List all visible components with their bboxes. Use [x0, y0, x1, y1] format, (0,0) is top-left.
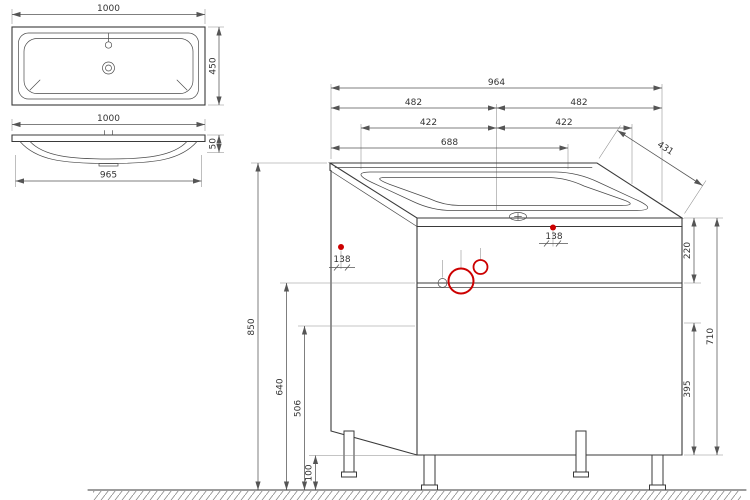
dim-basin-width-front: 1000: [11, 114, 206, 131]
cabinet-carcase: [330, 169, 683, 456]
basin-opening-inner: [379, 177, 631, 206]
sink-front-view: 1000 50 965: [11, 114, 224, 187]
mount-hole-left: [338, 244, 344, 250]
overflow-cross-icon: [514, 213, 522, 220]
cutout-circle-small: [437, 278, 448, 288]
basin-rim: [18, 32, 199, 100]
sink-top-view: 1000 450: [11, 4, 224, 106]
hole-offset-right-label: 138: [545, 232, 562, 242]
offset-right-label: 422: [555, 118, 572, 128]
basin-front-rim: [11, 134, 206, 143]
cutout-circle-medium: [472, 259, 489, 275]
leg-front-right: [651, 454, 664, 486]
cutout-marks: [338, 224, 556, 295]
mount-hole-right: [550, 224, 556, 231]
offset-left-label: 422: [420, 118, 437, 128]
dim-hole-right: 138: [539, 231, 568, 247]
bowl-corner-lines: [29, 79, 188, 91]
drain-cutout-circle-large: [447, 267, 475, 295]
leg-back-left: [343, 430, 355, 473]
dim-basin-opening-width: 688: [331, 138, 568, 151]
basin-bowl: [23, 38, 194, 94]
rim-height-label: 50: [209, 138, 219, 150]
bowl-outer-curve: [19, 141, 198, 164]
hole-offset-left-label: 138: [333, 255, 350, 265]
cabinet-front-face: [416, 225, 683, 456]
dim-leg-height: 100: [305, 455, 422, 490]
faucet-hole: [104, 41, 113, 49]
basin-opening-outer: [360, 171, 649, 211]
vanity-view: 138 138 964 482 482 422 422 688: [247, 78, 723, 491]
basin-front-width-label: 1000: [97, 114, 120, 124]
dim-hole-left: 138: [329, 250, 355, 271]
depth-label: 431: [655, 140, 675, 158]
carcase-height-label: 710: [706, 328, 716, 345]
bottom-drawer-height-label: 395: [683, 380, 693, 397]
basin-width-label: 1000: [97, 4, 120, 14]
faucet-front-marks: [104, 130, 113, 136]
dim-basin-width-top: 1000: [11, 4, 206, 24]
leg-back-right: [575, 430, 587, 473]
mid-height-label: 640: [276, 378, 286, 395]
basin-depth-label: 450: [209, 57, 219, 74]
dim-overall-width: 964: [331, 78, 662, 91]
ground: [87, 489, 747, 500]
half-width-left-label: 482: [405, 98, 422, 108]
drain-outer: [102, 61, 115, 75]
basin-bottom-width-label: 965: [100, 171, 117, 181]
dim-mid-height: 640: [276, 282, 415, 490]
dim-basin-bottom-width: 965: [15, 155, 202, 187]
basin-outer-rect: [11, 26, 206, 106]
leg-front-left: [423, 454, 436, 486]
bowl-inner-curve: [29, 141, 188, 160]
dim-depth: 431: [598, 125, 707, 214]
dim-half-widths: 482 482: [331, 98, 662, 111]
top-drawer-height-label: 220: [683, 242, 693, 259]
dim-basin-depth: 450: [208, 26, 224, 106]
leg-height-label: 100: [305, 464, 315, 481]
lower-height-label: 506: [294, 400, 304, 417]
half-width-right-label: 482: [570, 98, 587, 108]
basin-opening-width-label: 688: [441, 138, 458, 148]
dim-offsets: 422 422: [361, 118, 632, 131]
drain-front: [98, 163, 119, 167]
countertop: [328, 162, 684, 228]
dim-lower-height: 506: [294, 325, 415, 490]
drain-inner: [105, 64, 112, 72]
overall-width-label: 964: [488, 78, 505, 88]
dim-overall-height: 850: [247, 162, 327, 490]
overall-height-label: 850: [247, 318, 257, 335]
dim-rim-height: 50: [207, 134, 224, 153]
ground-hatching: [93, 491, 741, 500]
overflow-oval: [509, 212, 527, 221]
dim-right-side: 220 710 395: [683, 217, 723, 456]
cabinet-legs: [341, 430, 666, 491]
